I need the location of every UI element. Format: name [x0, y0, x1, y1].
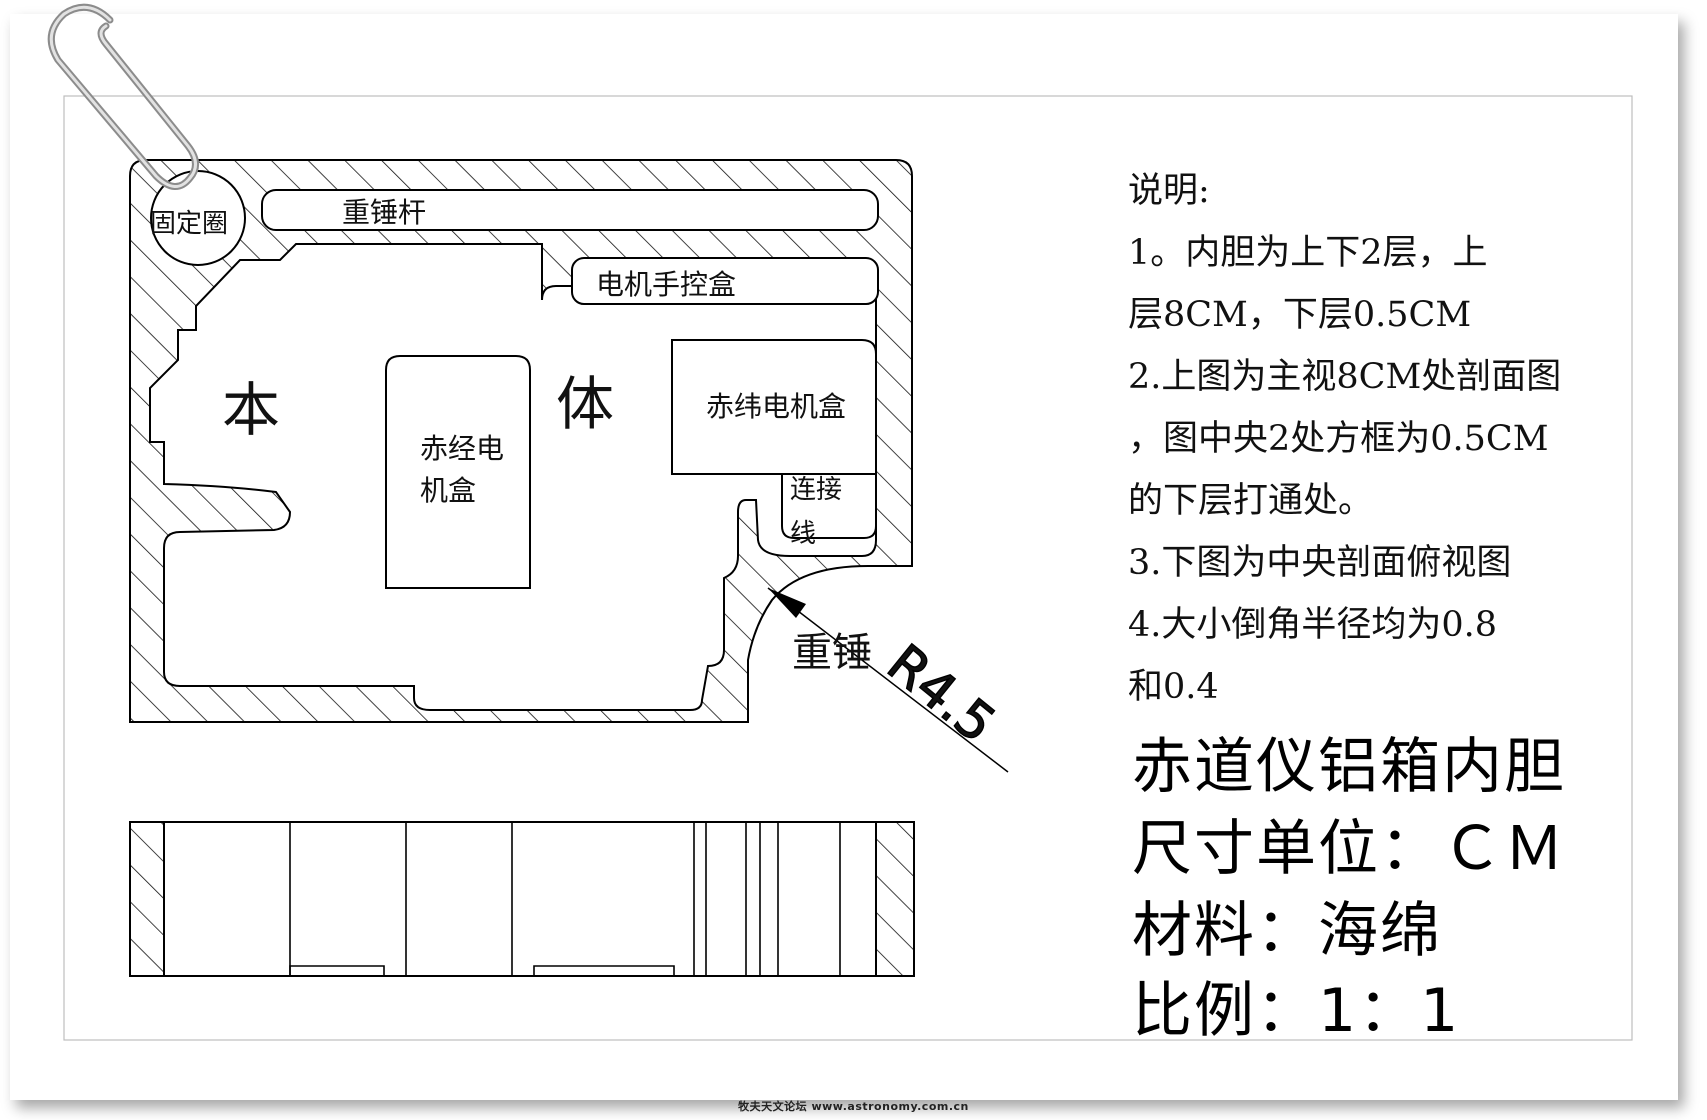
scale-label: 比例：1：1: [1132, 976, 1461, 1046]
body-label-left: 本: [222, 376, 280, 444]
fixing-ring-label: 固定圈: [150, 209, 228, 239]
weight-rod-label: 重锤杆: [342, 196, 426, 229]
ra-motor-box-outline: [385, 355, 531, 589]
bottom-outline: [129, 821, 915, 977]
footer-watermark: 牧夫天文论坛 www.astronomy.com.cn: [738, 1100, 969, 1113]
notes-line: 3.下图为中央剖面俯视图: [1128, 543, 1512, 583]
notes-line: 1。内胆为上下2层，上: [1128, 233, 1488, 273]
notes-line: 2.上图为主视8CM处剖面图: [1128, 357, 1562, 397]
ra-motor-box-label-line2: 机盒: [420, 474, 476, 507]
top-section-view: [129, 159, 1009, 773]
bottom-lower-opening-left: [289, 965, 385, 976]
radius-arrowhead: [768, 588, 806, 618]
bottom-lower-opening-right: [533, 965, 675, 976]
ra-motor-box-label-line1: 赤经电: [420, 432, 504, 465]
drawing-frame: [63, 95, 1633, 1041]
drawing-title: 赤道仪铝箱内胆: [1132, 732, 1566, 802]
radius-leader-line: [767, 587, 1009, 773]
notes-line: 的下层打通处。: [1128, 481, 1374, 521]
notes-line: 和0.4: [1128, 667, 1219, 707]
dec-motor-box-label: 赤纬电机盒: [706, 390, 846, 423]
notes-heading: 说明:: [1128, 171, 1210, 211]
bottom-right-hatched-wall: [875, 821, 915, 977]
material-label: 材料：海绵: [1132, 896, 1442, 966]
notes-line: ，图中央2处方框为0.5CM: [1128, 419, 1549, 459]
connect-line-label-line1: 连接: [790, 475, 842, 505]
connect-line-label-line2: 线: [790, 519, 816, 549]
weight-rod-slot: [261, 189, 879, 231]
weight-label: 重锤: [792, 630, 872, 676]
connect-line-box: [781, 473, 877, 539]
motor-hand-box-label: 电机手控盒: [596, 268, 736, 301]
notes-line: 4.大小倒角半径均为0.8: [1128, 605, 1498, 645]
paper-clip-icon: [47, 3, 199, 190]
notes-line: 层8CM，下层0.5CM: [1128, 295, 1472, 335]
notes-block: 说明: 1。内胆为上下2层，上 层8CM，下层0.5CM 2.上图为主视8CM处…: [1128, 160, 1698, 718]
body-label-right: 体: [556, 370, 614, 438]
bottom-left-hatched-wall: [129, 821, 165, 977]
unit-label: 尺寸单位：ＣＭ: [1132, 814, 1566, 884]
bottom-section-view: [129, 821, 915, 977]
dec-motor-box-outline: [671, 339, 877, 475]
motor-hand-box-slot: [571, 257, 879, 305]
